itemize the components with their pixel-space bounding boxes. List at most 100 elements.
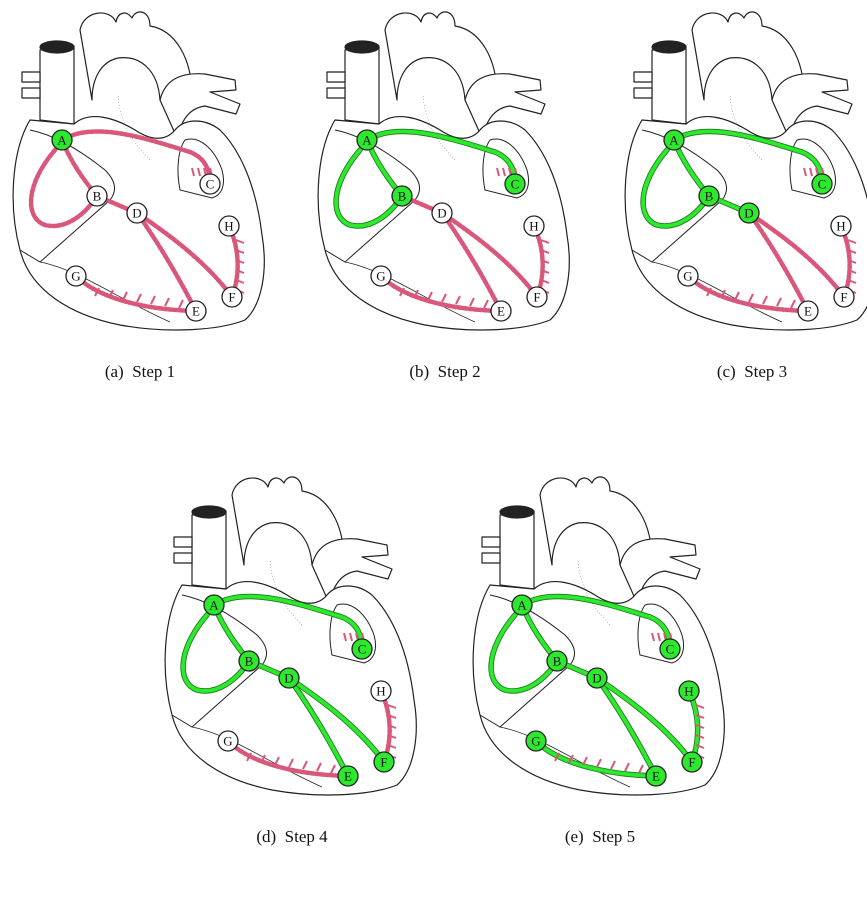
node-label: F [228,290,235,305]
node-label: C [818,177,827,192]
node-d: D [739,203,759,223]
node-label: A [209,598,219,613]
node-label: B [553,654,562,669]
caption-text: (d) Step 4 [256,827,327,846]
panel-step-3: A B C D E F G H (c) Step 3 [612,0,867,400]
node-label: C [206,177,215,192]
vein-stub [634,88,652,98]
panel-step-4: A B C D E F G H (d) Step 4 [152,465,432,865]
node-label: D [284,671,293,686]
vein-stub [22,88,40,98]
panel-step-5: ABCDEFGH (e) Step 5 [460,465,740,865]
caption-text: (a) Step 1 [105,362,175,381]
node-label: C [511,177,520,192]
node-label: A [669,133,679,148]
node-label: A [57,133,67,148]
node-label: E [652,769,660,784]
vena-cava-opening [192,506,226,518]
node-label: D [437,206,446,221]
node-label: E [344,769,352,784]
node-d: D [279,668,299,688]
vena-cava [345,46,379,124]
node-f: F [527,287,547,307]
node-g: G [371,266,391,286]
node-d: D [587,668,607,688]
node-h: H [371,681,391,701]
caption-text: (b) Step 2 [409,362,480,381]
node-f: F [834,287,854,307]
node-a: A [204,595,224,615]
heart-outline [473,477,724,795]
node-label: A [517,598,527,613]
caption-text: (e) Step 5 [565,827,635,846]
heart-outline [318,12,569,330]
caption: (d) Step 4 [152,827,432,847]
node-label: B [705,189,714,204]
heart-outline [13,12,264,330]
node-h: H [524,216,544,236]
node-label: G [223,734,232,749]
caption: (e) Step 5 [460,827,740,847]
node-label: E [192,304,200,319]
caption-text: (c) Step 3 [717,362,787,381]
node-f: F [682,752,702,772]
node-label: E [804,304,812,319]
node-c: C [660,639,680,659]
node-label: B [398,189,407,204]
node-d: D [432,203,452,223]
node-label: B [93,189,102,204]
vein-stub [327,88,345,98]
node-b: B [239,651,259,671]
node-e: E [491,301,511,321]
node-label: A [362,133,372,148]
node-label: C [358,642,367,657]
node-a: A [52,130,72,150]
node-b: B [547,651,567,671]
node-label: D [592,671,601,686]
node-label: H [836,219,845,234]
node-b: B [392,186,412,206]
vein-stub [482,553,500,563]
node-h: H [219,216,239,236]
node-e: E [798,301,818,321]
node-a: A [664,130,684,150]
heart-outline [165,477,416,795]
vein-stub [482,537,500,547]
node-label: C [666,642,675,657]
node-b: B [699,186,719,206]
caption: (a) Step 1 [0,362,280,382]
node-a: A [512,595,532,615]
heart-diagram: ABCDEFGH [460,465,740,805]
node-label: B [245,654,254,669]
node-e: E [646,766,666,786]
vena-cava [40,46,74,124]
vein-stub [327,72,345,82]
node-c: C [505,174,525,194]
heart-diagram: A B C D E F G H [305,0,585,340]
heart-diagram: A B C D E F G H [152,465,432,805]
vena-cava [500,511,534,589]
node-label: G [71,269,80,284]
node-label: F [533,290,540,305]
node-g: G [678,266,698,286]
node-label: H [684,684,693,699]
vena-cava [192,511,226,589]
node-f: F [222,287,242,307]
node-g: G [218,731,238,751]
node-label: G [683,269,692,284]
panel-step-2: A B C D E F G H (b) Step 2 [305,0,585,400]
node-f: F [374,752,394,772]
node-c: C [812,174,832,194]
node-h: H [679,681,699,701]
node-d: D [127,203,147,223]
node-e: E [186,301,206,321]
caption: (b) Step 2 [305,362,585,382]
heart-diagram: A B C D E F G H [612,0,867,340]
vena-cava [652,46,686,124]
node-label: F [688,755,695,770]
node-g: G [66,266,86,286]
node-label: F [380,755,387,770]
node-c: C [352,639,372,659]
node-label: F [840,290,847,305]
heart-diagram: A B C D E F G H [0,0,280,340]
